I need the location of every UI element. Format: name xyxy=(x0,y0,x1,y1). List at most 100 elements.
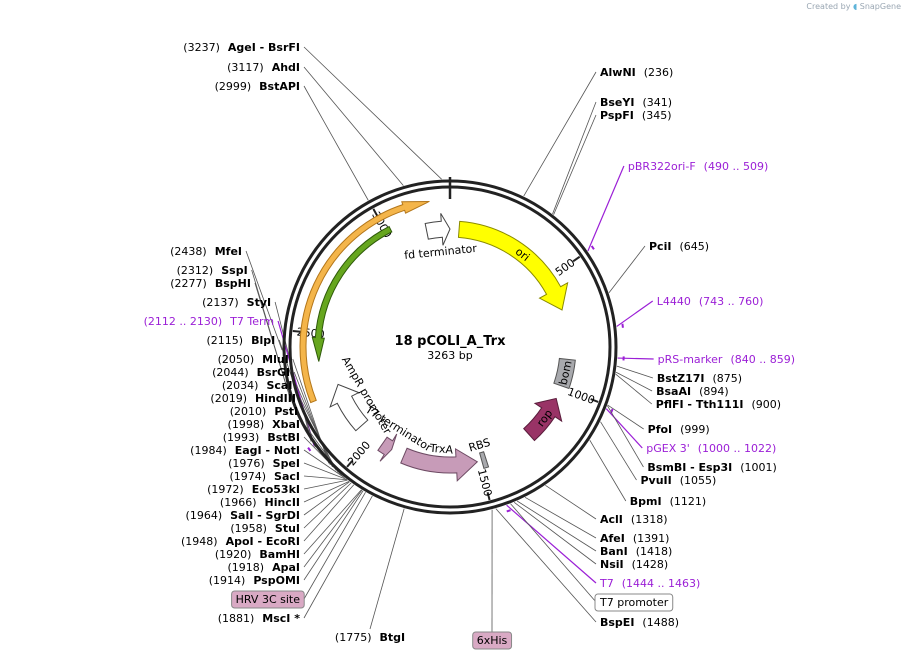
site-label[interactable]: AfeI(1391) xyxy=(600,532,669,545)
site-label[interactable]: (1966)HincII xyxy=(220,496,300,509)
feature-rop[interactable] xyxy=(523,397,563,442)
site-label[interactable]: (2115)BlpI xyxy=(207,334,276,347)
leader-line xyxy=(600,421,637,481)
site-label[interactable]: BanI(1418) xyxy=(600,545,672,558)
site-label[interactable]: (2050)MluI xyxy=(218,353,289,366)
site-position: (2277) xyxy=(170,277,207,290)
feature-rbs[interactable] xyxy=(478,451,490,469)
site-name: SspI xyxy=(221,264,247,277)
site-label[interactable]: (1993)BstBI xyxy=(223,431,300,444)
site-label[interactable]: pBR322ori-F(490 .. 509) xyxy=(628,160,768,173)
site-label[interactable]: BspEI(1488) xyxy=(600,616,679,629)
site-position: (1964) xyxy=(186,509,223,522)
site-name: BtgI xyxy=(379,631,405,644)
site-label[interactable]: AlwNI(236) xyxy=(600,66,673,79)
site-name: L4440 xyxy=(657,295,691,308)
feature-ampr-promoter[interactable] xyxy=(329,383,369,432)
feature-box-label[interactable]: T7 promoter xyxy=(599,596,669,609)
site-label[interactable]: (1918)ApaI xyxy=(228,561,300,574)
site-label[interactable]: (1976)SpeI xyxy=(228,457,300,470)
site-label[interactable]: (1964)SalI - SgrDI xyxy=(186,509,300,522)
feature-item[interactable] xyxy=(311,225,393,362)
site-label[interactable]: pGEX 3'(1000 .. 1022) xyxy=(646,442,776,455)
site-name: PstI xyxy=(274,405,298,418)
site-label[interactable]: (1914)PspOMI xyxy=(209,574,300,587)
site-label[interactable]: BseYI(341) xyxy=(600,96,672,109)
feature-label-trxa: TrxA xyxy=(428,442,454,457)
site-label[interactable]: (2999)BstAPI xyxy=(215,80,300,93)
site-position: (875) xyxy=(712,372,742,385)
site-name: BspEI xyxy=(600,616,634,629)
feature-box-label[interactable]: 6xHis xyxy=(477,634,508,647)
site-name: T7 Term xyxy=(229,315,274,328)
site-label[interactable]: (1984)EagI - NotI xyxy=(190,444,300,457)
site-label[interactable]: PciI(645) xyxy=(649,240,709,253)
site-label[interactable]: (2312)SspI xyxy=(177,264,248,277)
site-label[interactable]: PspFI(345) xyxy=(600,109,672,122)
site-label[interactable]: (2438)MfeI xyxy=(170,245,242,258)
leader-line xyxy=(303,85,369,201)
site-name: pBR322ori-F xyxy=(628,160,696,173)
site-labels: AlwNI(236) BseYI(341)PspFI(345) pBR322ori-… xyxy=(144,41,795,650)
site-label[interactable]: (2137)StyI xyxy=(202,296,271,309)
site-label[interactable]: (3237)AgeI - BsrFI xyxy=(183,41,300,54)
feature-t7-terminator[interactable] xyxy=(377,433,398,462)
site-label[interactable]: BpmI(1121) xyxy=(630,495,706,508)
site-name: NsiI xyxy=(600,558,624,571)
site-name: AgeI - BsrFI xyxy=(228,41,300,54)
plasmid-name: 18 pCOLI_A_Trx xyxy=(395,334,507,349)
site-position: (1958) xyxy=(230,522,267,535)
site-label[interactable]: BsmBI - Esp3I(1001) xyxy=(647,461,776,474)
site-label[interactable]: L4440(743 .. 760) xyxy=(657,295,764,308)
site-label[interactable]: (1958)StuI xyxy=(230,522,300,535)
site-label[interactable]: (1948)ApoI - EcoRI xyxy=(181,535,300,548)
leader-line xyxy=(245,250,283,351)
leader-line xyxy=(506,504,597,584)
tick-label: 1000 xyxy=(566,385,597,407)
site-name: BseYI xyxy=(600,96,634,109)
site-label[interactable]: (2034)ScaI xyxy=(222,379,293,392)
site-position: (1984) xyxy=(190,444,227,457)
site-label[interactable]: PfoI(999) xyxy=(648,423,710,436)
site-label[interactable]: (1998)XbaI xyxy=(228,418,300,431)
feature-item[interactable] xyxy=(299,200,430,404)
site-position: (2115) xyxy=(207,334,244,347)
leader-line xyxy=(303,489,363,568)
tick-mark xyxy=(486,491,491,501)
site-label[interactable]: (1974) SacI xyxy=(229,470,300,483)
site-label[interactable]: (2019)HindIII xyxy=(210,392,296,405)
site-label[interactable]: T7(1444 .. 1463) xyxy=(599,577,700,590)
leader-line xyxy=(303,66,404,186)
site-label[interactable]: NsiI(1428) xyxy=(600,558,668,571)
leader-line xyxy=(303,489,362,555)
site-label[interactable]: (2277)BspHI xyxy=(170,277,251,290)
site-label[interactable]: (3117)AhdI xyxy=(227,61,300,74)
feature-bom[interactable] xyxy=(553,357,576,390)
leader-line xyxy=(615,371,653,392)
site-name: HincII xyxy=(264,496,300,509)
feature-box-label[interactable]: HRV 3C site xyxy=(236,593,301,606)
site-label[interactable]: (1881)MscI * xyxy=(218,612,301,625)
site-position: (2112 .. 2130) xyxy=(144,315,223,328)
site-label[interactable]: (1920)BamHI xyxy=(215,548,300,561)
leader-line xyxy=(303,475,348,481)
site-label[interactable]: (2112 .. 2130) T7 Term xyxy=(144,315,274,328)
site-position: (1974) xyxy=(229,470,266,483)
site-label[interactable]: (2010)PstI xyxy=(230,405,298,418)
site-label[interactable]: PvuII(1055) xyxy=(640,474,716,487)
site-label[interactable]: (2044)BsrGI xyxy=(212,366,290,379)
site-name: AlwNI xyxy=(600,66,636,79)
site-label[interactable]: BsaAI(894) xyxy=(656,385,729,398)
leader-line xyxy=(303,46,442,180)
site-label[interactable]: (1775)BtgI xyxy=(335,631,405,644)
site-label[interactable]: BstZ17I(875) xyxy=(657,372,742,385)
site-label[interactable]: AclI(1318) xyxy=(600,513,667,526)
site-label[interactable]: PflFI - Tth111I(900) xyxy=(656,398,781,411)
feature-trxa[interactable] xyxy=(400,447,479,482)
site-label[interactable]: (1972)Eco53kI xyxy=(207,483,300,496)
feature-ori[interactable] xyxy=(457,220,569,311)
site-label[interactable]: pRS-marker(840 .. 859) xyxy=(658,353,795,366)
feature-fd-terminator[interactable] xyxy=(424,213,451,246)
site-name: SacI xyxy=(274,470,300,483)
